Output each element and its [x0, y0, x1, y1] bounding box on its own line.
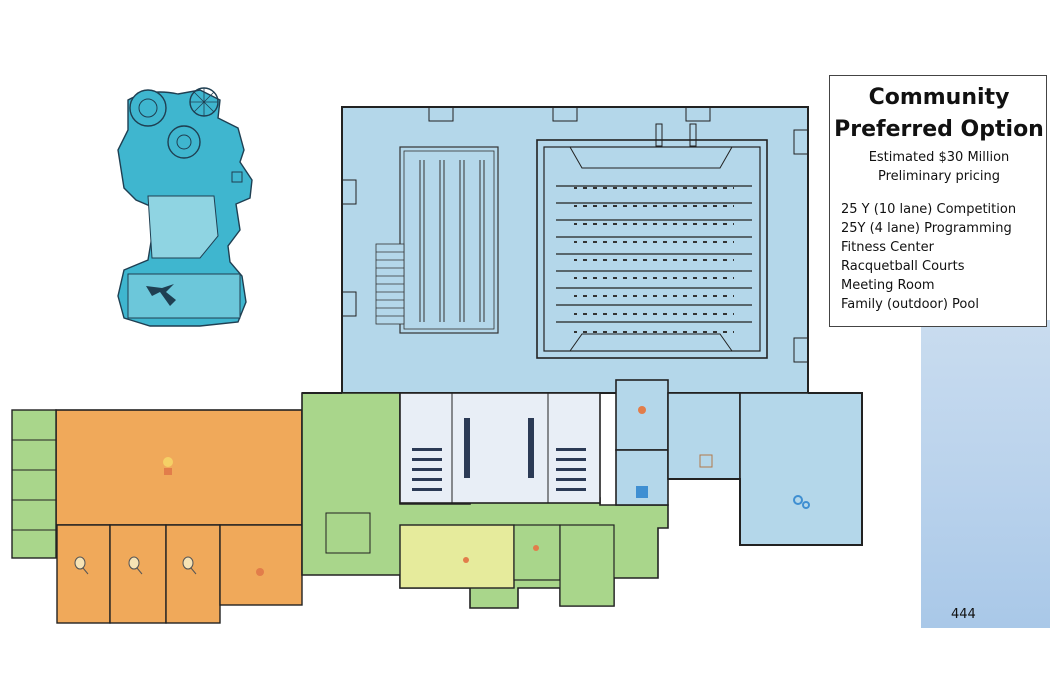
info-title-line-1: Community — [868, 85, 1010, 110]
side-band — [921, 320, 1050, 628]
feature-item: 25Y (4 lane) Programming — [841, 221, 1012, 236]
fitness-figure-icon — [163, 457, 173, 475]
pricing-note: Preliminary pricing — [877, 169, 1000, 184]
water-slide-icon — [129, 87, 219, 159]
page-number: 444 — [951, 607, 976, 622]
outdoor-family-pool — [117, 87, 253, 327]
feature-item: 25 Y (10 lane) Competition — [841, 202, 1017, 217]
fitness-wing — [11, 409, 303, 624]
info-panel: Community Preferred Option Estimated $30… — [829, 75, 1047, 327]
feature-item: Family (outdoor) Pool — [841, 297, 979, 312]
info-title-line-2: Preferred Option — [834, 117, 1044, 142]
feature-item: Racquetball Courts — [841, 259, 965, 274]
gear-icon — [793, 495, 810, 509]
feature-item: Fitness Center — [841, 240, 934, 255]
cost-estimate: Estimated $30 Million — [868, 150, 1010, 165]
racquet-icon — [74, 556, 197, 575]
natatorium — [341, 106, 809, 394]
feature-item: Meeting Room — [841, 278, 935, 293]
locker-rooms — [399, 392, 601, 504]
